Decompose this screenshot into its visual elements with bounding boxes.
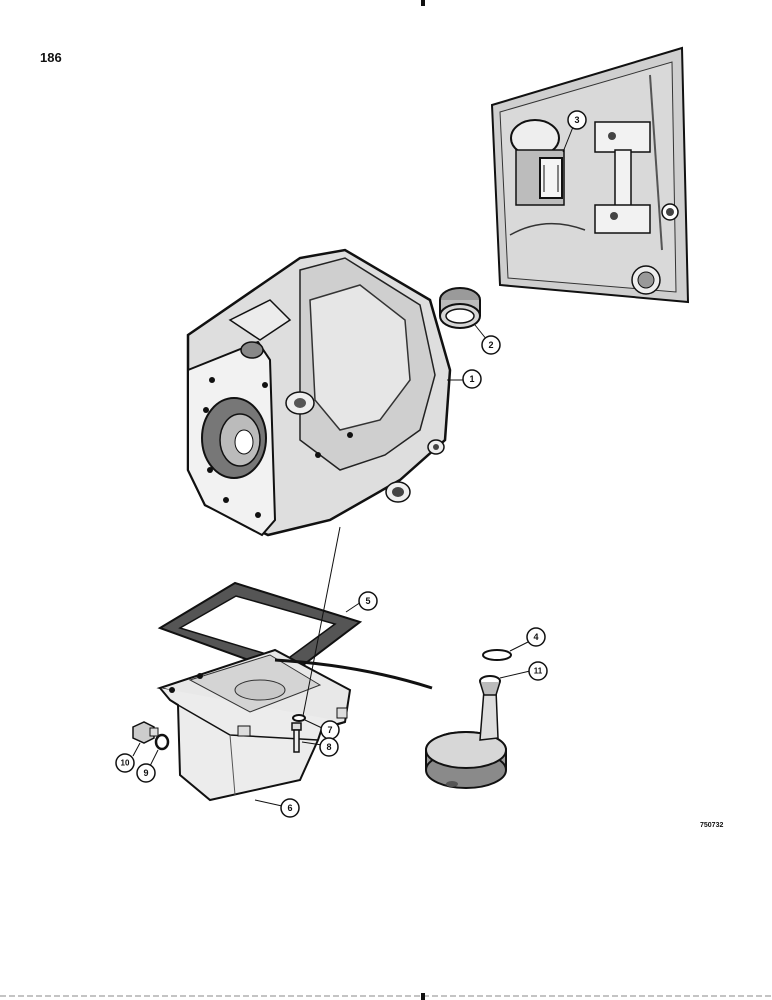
callout-11: 11 — [528, 661, 548, 681]
oil-filter-screen — [425, 675, 507, 789]
bottom-registration-mark — [421, 993, 425, 1000]
transmission-housing — [186, 248, 452, 537]
callout-4: 4 — [526, 627, 546, 647]
callout-9: 9 — [136, 763, 156, 783]
lock-washer — [292, 714, 306, 722]
callout-7-label: 7 — [327, 725, 332, 735]
callout-3: 3 — [567, 110, 587, 130]
page-number: 186 — [40, 50, 62, 65]
oil-pan — [156, 648, 352, 802]
callout-8-label: 8 — [326, 742, 331, 752]
callout-1-label: 1 — [469, 374, 474, 384]
figure-code: 750732 — [700, 822, 724, 829]
drain-plug — [132, 721, 159, 744]
drain-plug-washer — [154, 733, 170, 751]
pan-bolt — [291, 722, 302, 753]
callout-4-label: 4 — [533, 632, 538, 642]
top-registration-mark — [421, 0, 425, 6]
callout-9-label: 9 — [143, 768, 148, 778]
callout-6: 6 — [280, 798, 300, 818]
o-ring — [482, 649, 512, 661]
dipstick-line — [274, 658, 433, 690]
callout-6-label: 6 — [287, 803, 292, 813]
housing-interior-view — [490, 46, 690, 304]
callout-10: 10 — [115, 753, 135, 773]
callout-10-label: 10 — [121, 759, 130, 768]
callout-2-label: 2 — [488, 340, 493, 350]
callout-2: 2 — [481, 335, 501, 355]
callout-1: 1 — [462, 369, 482, 389]
callout-8: 8 — [319, 737, 339, 757]
callout-5-label: 5 — [365, 596, 370, 606]
callout-11-label: 11 — [534, 667, 543, 676]
callout-3-label: 3 — [574, 115, 579, 125]
needle-bearing — [439, 287, 481, 329]
callout-7: 7 — [320, 720, 340, 740]
callout-5: 5 — [358, 591, 378, 611]
